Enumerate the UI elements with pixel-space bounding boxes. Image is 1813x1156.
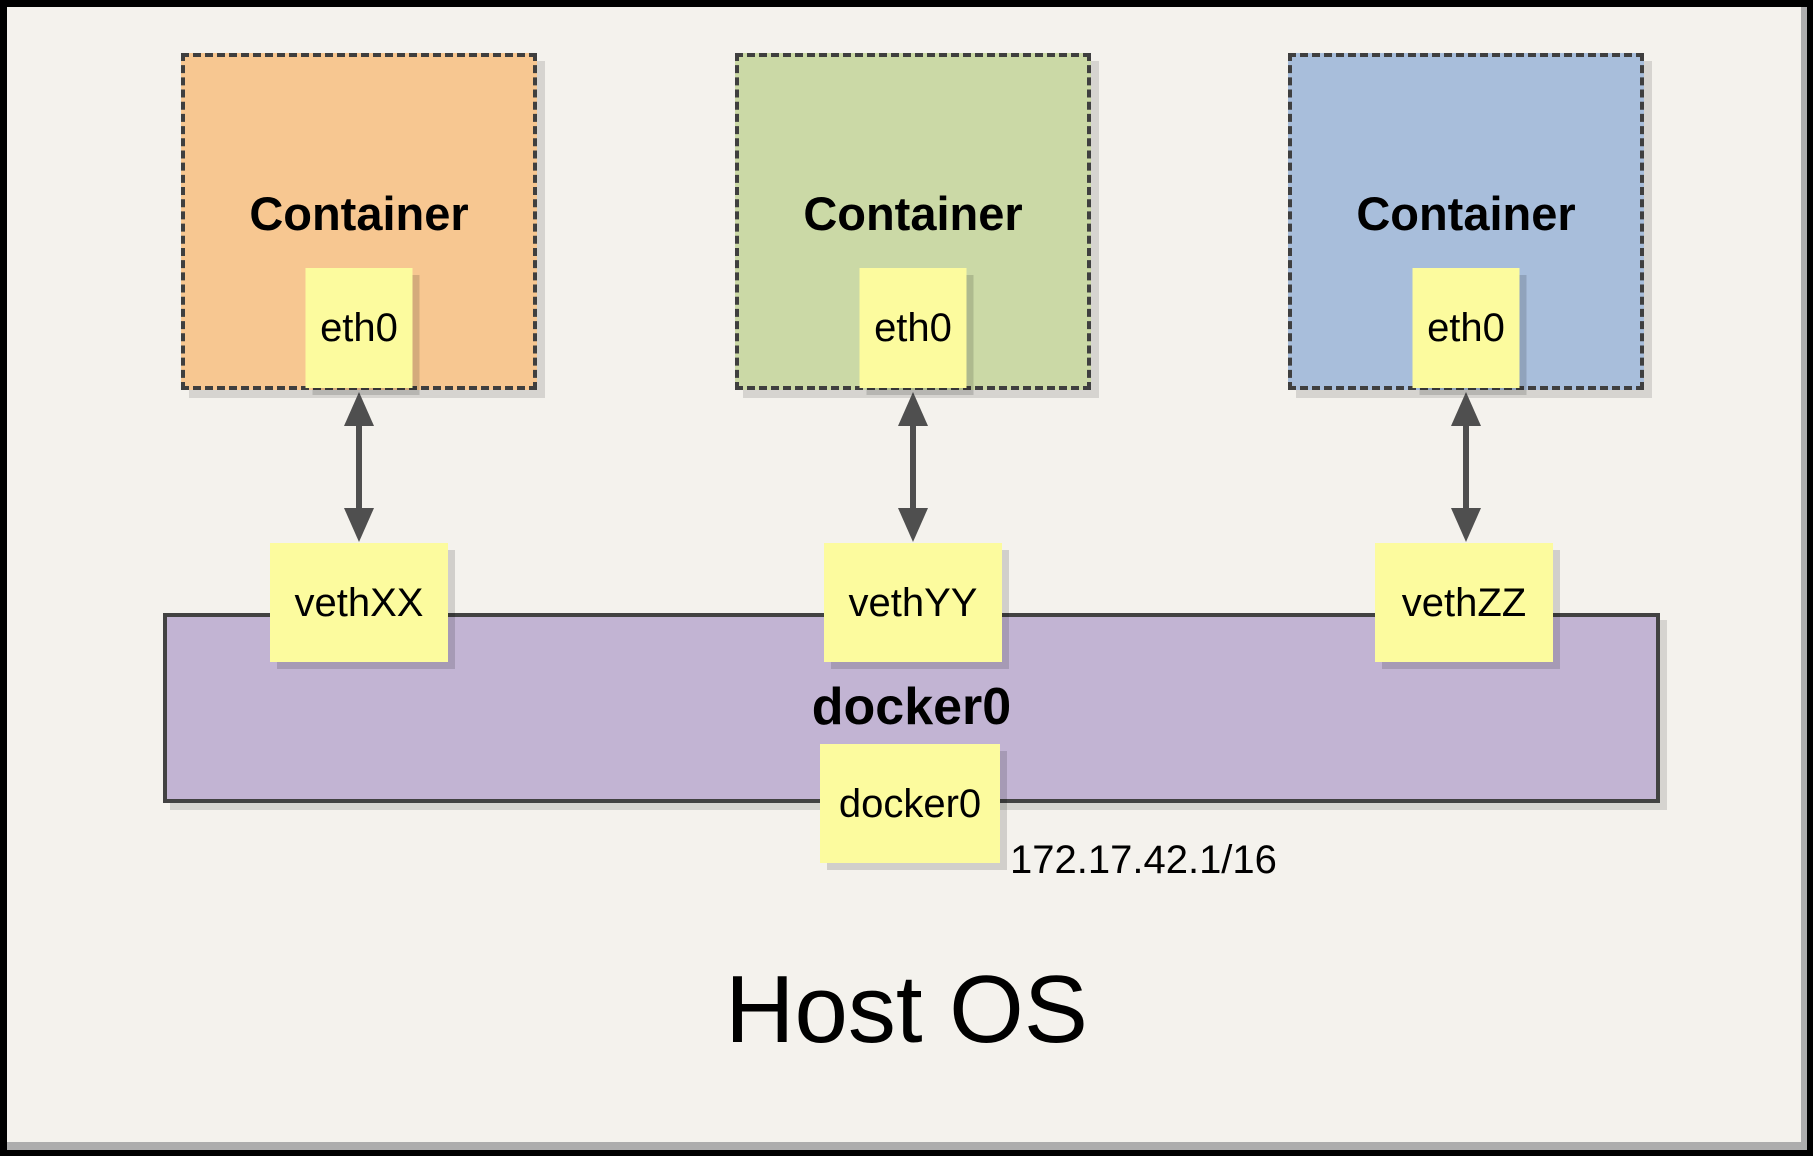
arrow-down-head-icon xyxy=(1451,508,1481,542)
eth0-box-1: eth0 xyxy=(305,268,413,388)
host-os-label: Host OS xyxy=(725,956,1088,1063)
container-box-1: Container eth0 xyxy=(181,53,537,390)
eth0-box-2: eth0 xyxy=(859,268,967,388)
veth-box-3: vethZZ xyxy=(1375,543,1553,662)
eth0-box-3: eth0 xyxy=(1412,268,1520,388)
connection-arrow-1 xyxy=(344,392,374,542)
arrow-up-head-icon xyxy=(898,392,928,426)
connection-arrow-2 xyxy=(898,392,928,542)
container-title: Container xyxy=(803,187,1023,240)
container-title: Container xyxy=(1356,187,1576,240)
arrow-down-head-icon xyxy=(898,508,928,542)
connection-arrow-3 xyxy=(1451,392,1481,542)
veth-box-2: vethYY xyxy=(824,543,1002,662)
bridge-ip-label: 172.17.42.1/16 xyxy=(1010,838,1277,882)
arrow-shaft xyxy=(910,426,916,508)
arrow-shaft xyxy=(356,426,362,508)
docker0-interface-box: docker0 xyxy=(820,744,1000,863)
container-title: Container xyxy=(249,187,469,240)
container-box-3: Container eth0 xyxy=(1288,53,1644,390)
veth-box-1: vethXX xyxy=(270,543,448,662)
container-box-2: Container eth0 xyxy=(735,53,1091,390)
arrow-up-head-icon xyxy=(344,392,374,426)
arrow-down-head-icon xyxy=(344,508,374,542)
arrow-shaft xyxy=(1463,426,1469,508)
bridge-name-label: docker0 xyxy=(811,678,1012,736)
arrow-up-head-icon xyxy=(1451,392,1481,426)
